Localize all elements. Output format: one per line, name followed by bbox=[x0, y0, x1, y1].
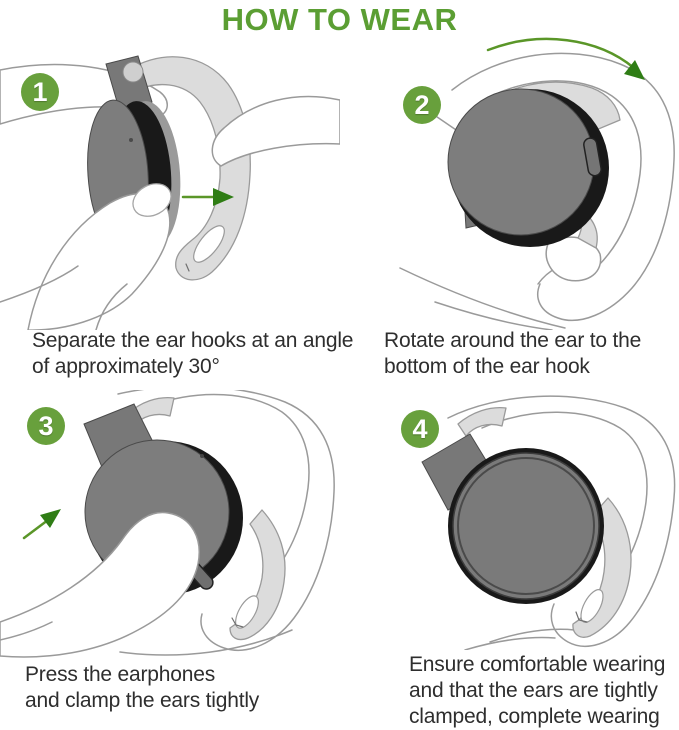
right-arrow-icon bbox=[181, 188, 234, 206]
hand-line bbox=[399, 267, 566, 329]
jaw-line bbox=[119, 629, 293, 656]
earbud-mic-dot bbox=[200, 454, 204, 458]
fingertip bbox=[545, 236, 602, 282]
step-3-caption: Press the earphones and clamp the ears t… bbox=[25, 663, 260, 712]
wrist-line bbox=[0, 265, 79, 303]
finger bbox=[211, 95, 340, 167]
pressing-finger bbox=[0, 511, 200, 658]
step-4-caption: Ensure comfortable wearing and that the … bbox=[409, 653, 666, 728]
ear-outline bbox=[447, 395, 676, 647]
earbud-face-ring bbox=[457, 457, 595, 595]
step-1-illustration bbox=[0, 55, 340, 330]
step-2-illustration bbox=[399, 37, 675, 330]
ear-outline bbox=[451, 52, 675, 322]
step-4-illustration bbox=[421, 395, 676, 650]
step-4-number-badge: 4 bbox=[401, 410, 439, 448]
step-1-caption: Separate the ear hooks at an angle of ap… bbox=[32, 329, 354, 378]
wrist-line bbox=[95, 283, 128, 330]
ear-inner-helix bbox=[149, 393, 310, 583]
curved-clockwise-arrow-icon bbox=[486, 37, 645, 80]
jaw-line bbox=[464, 636, 556, 650]
ear-hook-mark bbox=[185, 263, 190, 272]
ear-hook-cutout bbox=[193, 225, 225, 263]
wrist-line bbox=[0, 621, 53, 641]
step-2-number-badge: 2 bbox=[403, 86, 441, 124]
thumb-nail bbox=[132, 183, 172, 217]
earbud-mic-dot bbox=[129, 138, 133, 142]
step-3-illustration bbox=[0, 390, 335, 658]
hand-line bbox=[434, 301, 553, 330]
step-1-number-badge: 1 bbox=[21, 73, 59, 111]
ear-hook bbox=[572, 497, 632, 638]
ear-hook-cutout bbox=[235, 595, 259, 629]
clip-hinge bbox=[122, 61, 144, 83]
ear-outline bbox=[117, 390, 335, 652]
ear-inner-helix bbox=[481, 411, 648, 595]
ear-hook bbox=[127, 56, 251, 281]
ear-hook-mark bbox=[231, 617, 244, 628]
earbud-face bbox=[447, 88, 595, 236]
thumb bbox=[27, 192, 171, 330]
ear-hook-top bbox=[457, 406, 507, 437]
ear-inner-helix bbox=[479, 80, 642, 267]
ear-hook-cutout bbox=[580, 589, 604, 623]
up-right-arrow-icon bbox=[22, 509, 61, 540]
earbud-slot bbox=[583, 137, 602, 177]
step-2-caption: Rotate around the ear to the bottom of t… bbox=[384, 329, 642, 378]
page-title: HOW TO WEAR bbox=[221, 2, 458, 37]
step-3-number-badge: 3 bbox=[27, 407, 65, 445]
ear-hook bbox=[229, 509, 286, 641]
ear-hook-mark bbox=[575, 611, 588, 623]
earbud-face bbox=[452, 452, 600, 600]
